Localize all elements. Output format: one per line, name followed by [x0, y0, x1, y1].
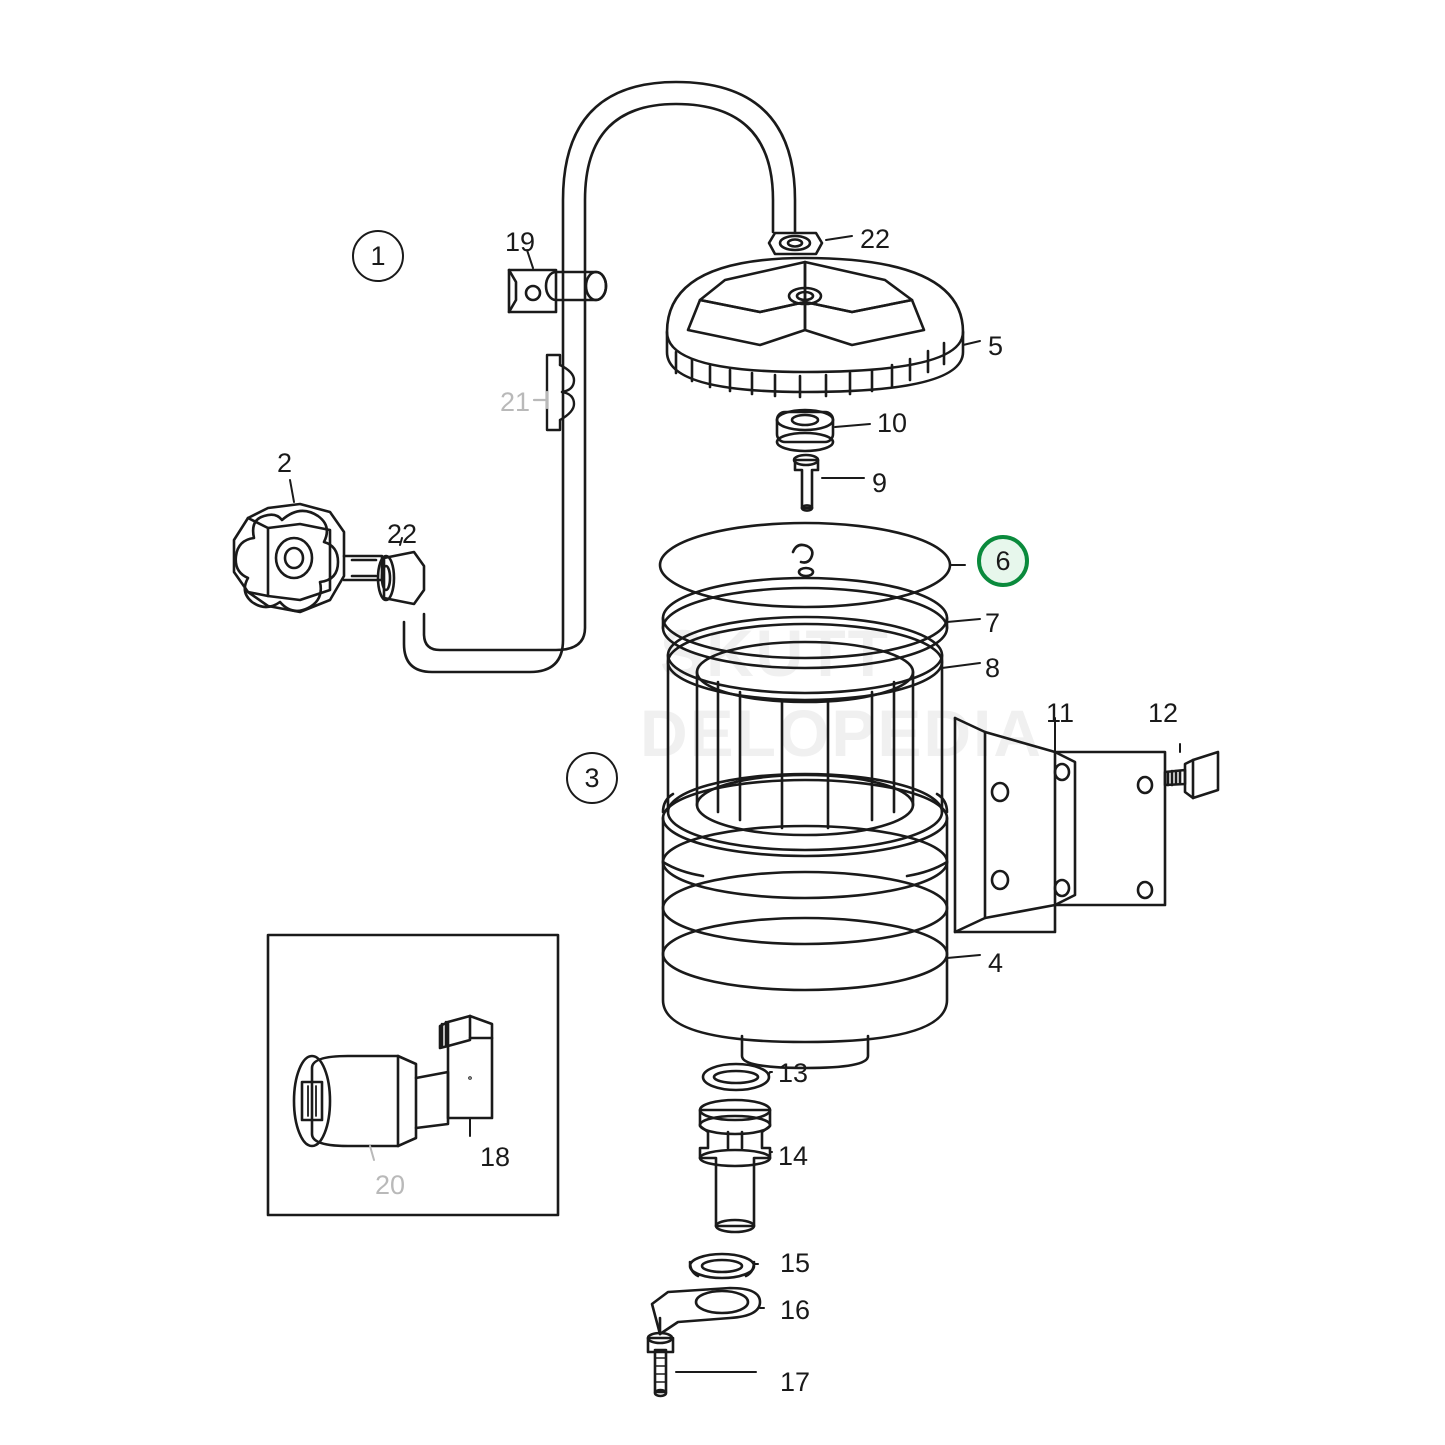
callout-circle-6-highlighted[interactable]: 6 — [977, 535, 1029, 587]
callout-circle-1[interactable]: 1 — [352, 230, 404, 282]
callout-label-19: 19 — [505, 227, 536, 257]
callout-label-8: 8 — [985, 653, 1001, 683]
callout-label-7: 7 — [985, 608, 1001, 638]
callout-label-18: 18 — [480, 1142, 511, 1172]
callout-circle-1-label: 1 — [370, 240, 386, 271]
callout-label-12: 12 — [1148, 698, 1179, 728]
callout-label-2: 2 — [277, 448, 293, 478]
callout-label-5: 5 — [988, 331, 1004, 361]
callout-label-16: 16 — [780, 1295, 811, 1325]
callout-circle-3[interactable]: 3 — [566, 752, 618, 804]
callout-label-22-left: 22 — [387, 519, 418, 549]
callout-circle-3-label: 3 — [584, 762, 600, 793]
callout-label-14: 14 — [778, 1141, 809, 1171]
callout-label-15: 15 — [780, 1248, 811, 1278]
callout-label-22-top: 22 — [860, 224, 891, 254]
callout-label-21: 21 — [500, 387, 531, 417]
callout-label-20: 20 — [375, 1170, 406, 1200]
callout-label-9: 9 — [872, 468, 888, 498]
callout-label-10: 10 — [877, 408, 908, 438]
callout-circle-6-label: 6 — [995, 545, 1011, 576]
callout-label-17: 17 — [780, 1367, 811, 1397]
callout-label-11: 11 — [1046, 698, 1075, 728]
callout-label-13: 13 — [778, 1058, 809, 1088]
callout-label-4: 4 — [988, 948, 1004, 978]
